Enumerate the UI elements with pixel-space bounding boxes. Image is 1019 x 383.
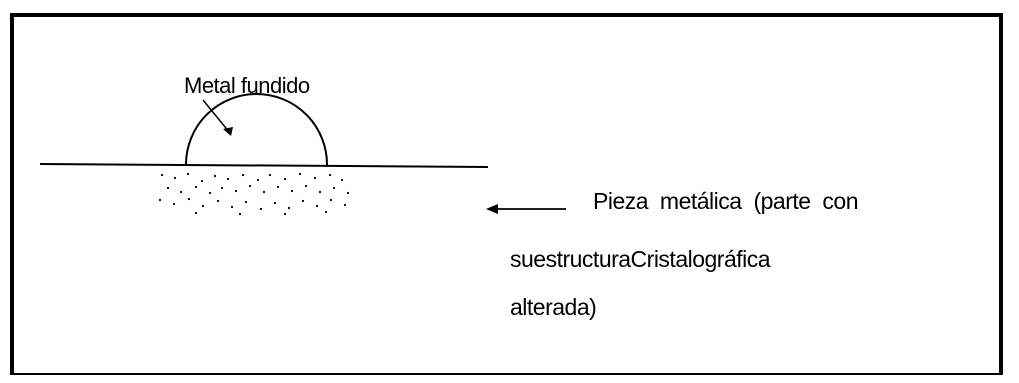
pieza-metalica-label-line1: Pieza metálica (parte con [593,188,859,214]
metal-fundido-label: Metal fundido [184,73,310,98]
metal-leader-arrowhead [223,127,233,136]
heat-affected-zone-dots [158,172,350,216]
workpiece-surface-line [39,163,489,168]
diagram-frame [10,13,1003,375]
pieza-metalica-label-line3: alterada) [510,294,597,320]
pieza-metalica-label-line2: suestructuraCristalográfica [510,246,771,272]
molten-metal-bead [185,93,329,166]
pieza-arrow-head [486,204,498,214]
metal-leader-line [202,99,231,134]
